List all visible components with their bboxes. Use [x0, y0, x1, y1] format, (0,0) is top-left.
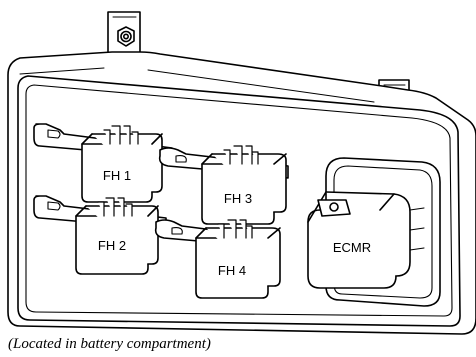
- ecmr-label: ECMR: [333, 240, 371, 255]
- location-caption: (Located in battery compartment): [8, 336, 211, 352]
- fh1-label: FH 1: [103, 168, 131, 183]
- relay-ecmr: [307, 157, 441, 307]
- mounting-bolt-left: [117, 26, 135, 47]
- fh4-label: FH 4: [218, 263, 246, 278]
- fh3-label: FH 3: [224, 191, 252, 206]
- fh2-label: FH 2: [98, 238, 126, 253]
- fuse-holder-fh3: [158, 145, 289, 225]
- fuse-holder-fh1: [33, 123, 173, 203]
- fuse-holder-fh4: [154, 219, 281, 299]
